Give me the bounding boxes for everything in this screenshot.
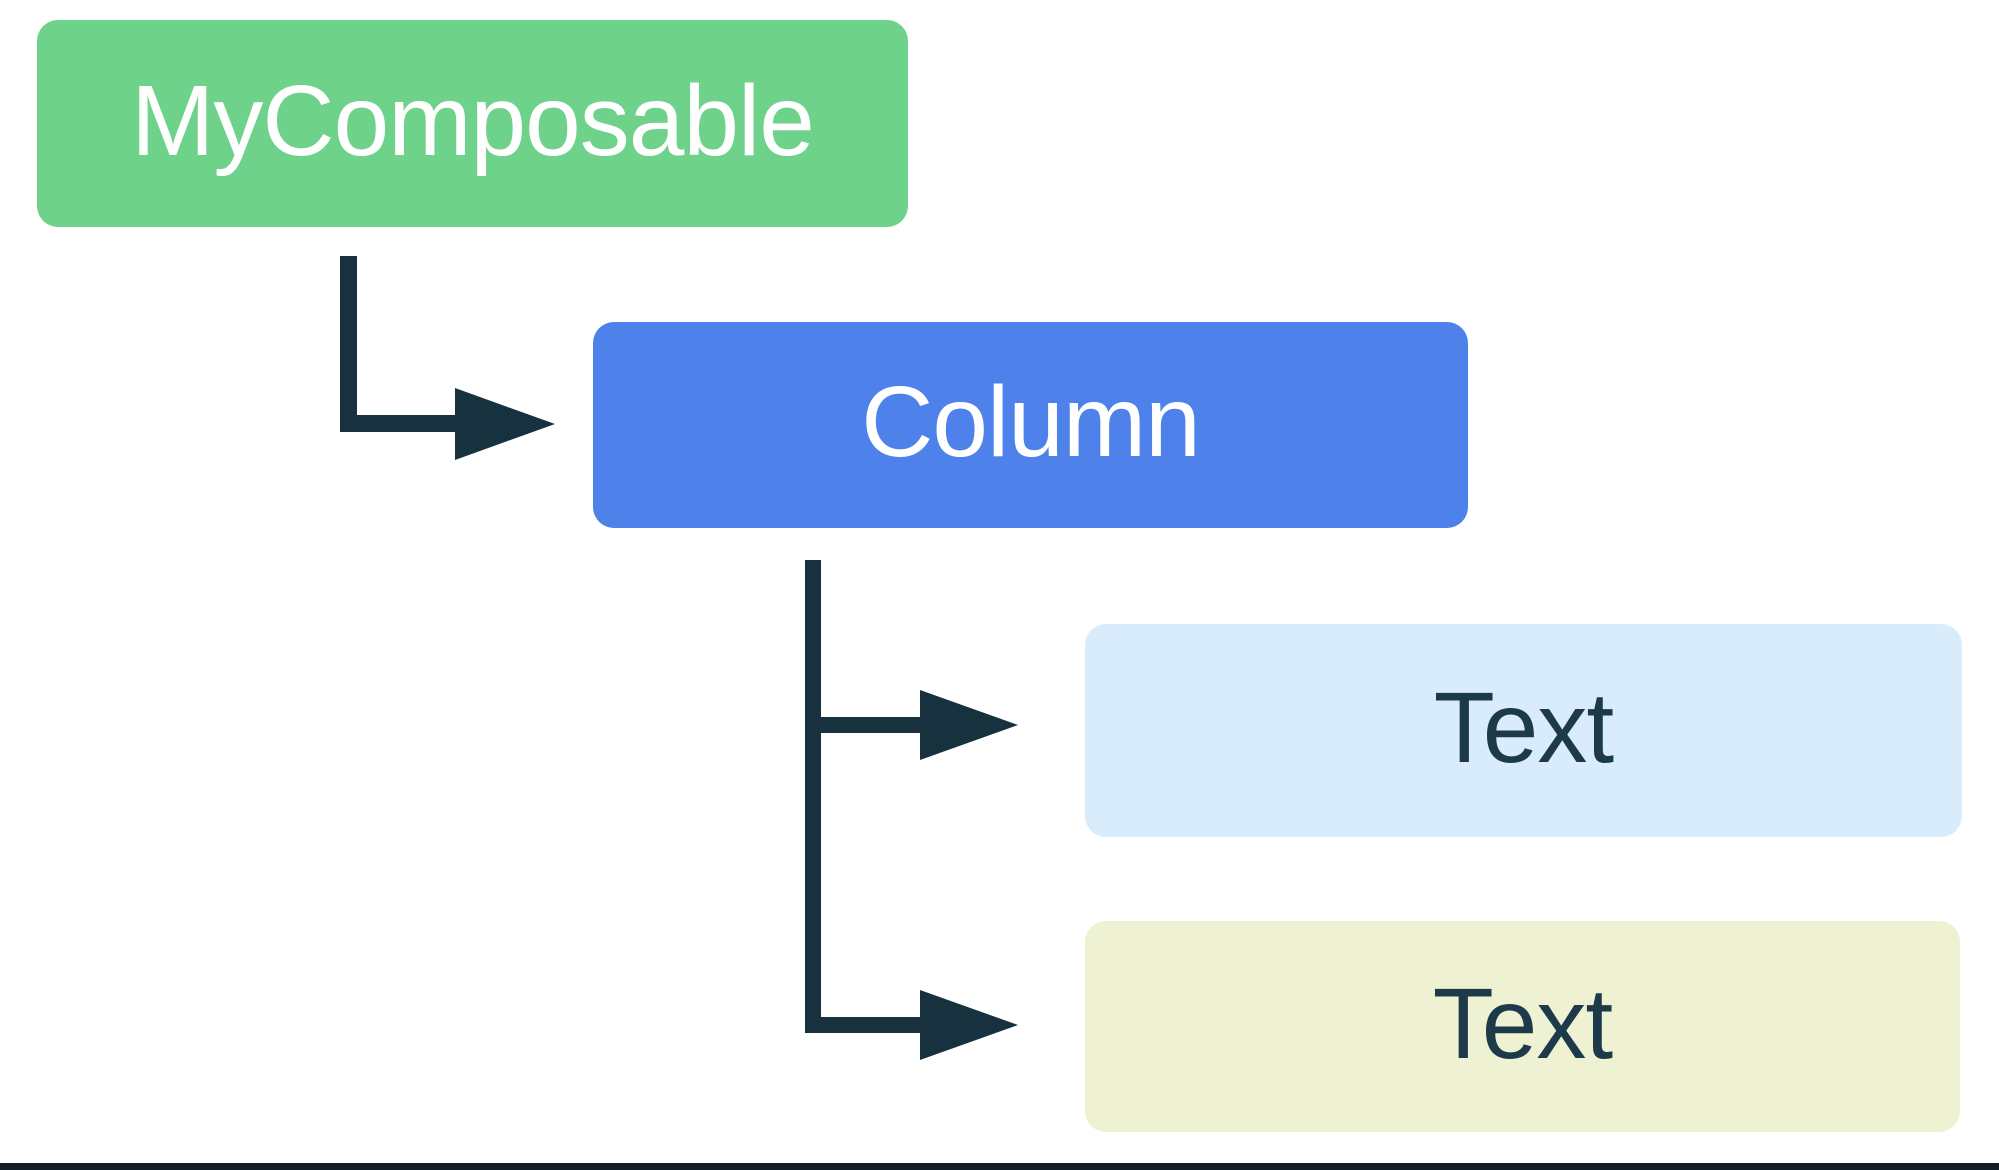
elbow-arrow-mycomposable-to-column-icon (340, 256, 555, 460)
node-mycomposable-label: MyComposable (131, 64, 815, 177)
bottom-border-line (0, 1163, 1999, 1170)
node-text-2: Text (1085, 921, 1960, 1132)
node-mycomposable: MyComposable (37, 20, 908, 227)
node-text-1: Text (1085, 624, 1962, 837)
elbow-arrow-column-to-text-nodes-icon (805, 560, 1018, 1060)
node-text-1-label: Text (1433, 671, 1614, 784)
node-column: Column (593, 322, 1468, 528)
node-text-2-label: Text (1432, 967, 1613, 1080)
node-column-label: Column (861, 366, 1201, 478)
